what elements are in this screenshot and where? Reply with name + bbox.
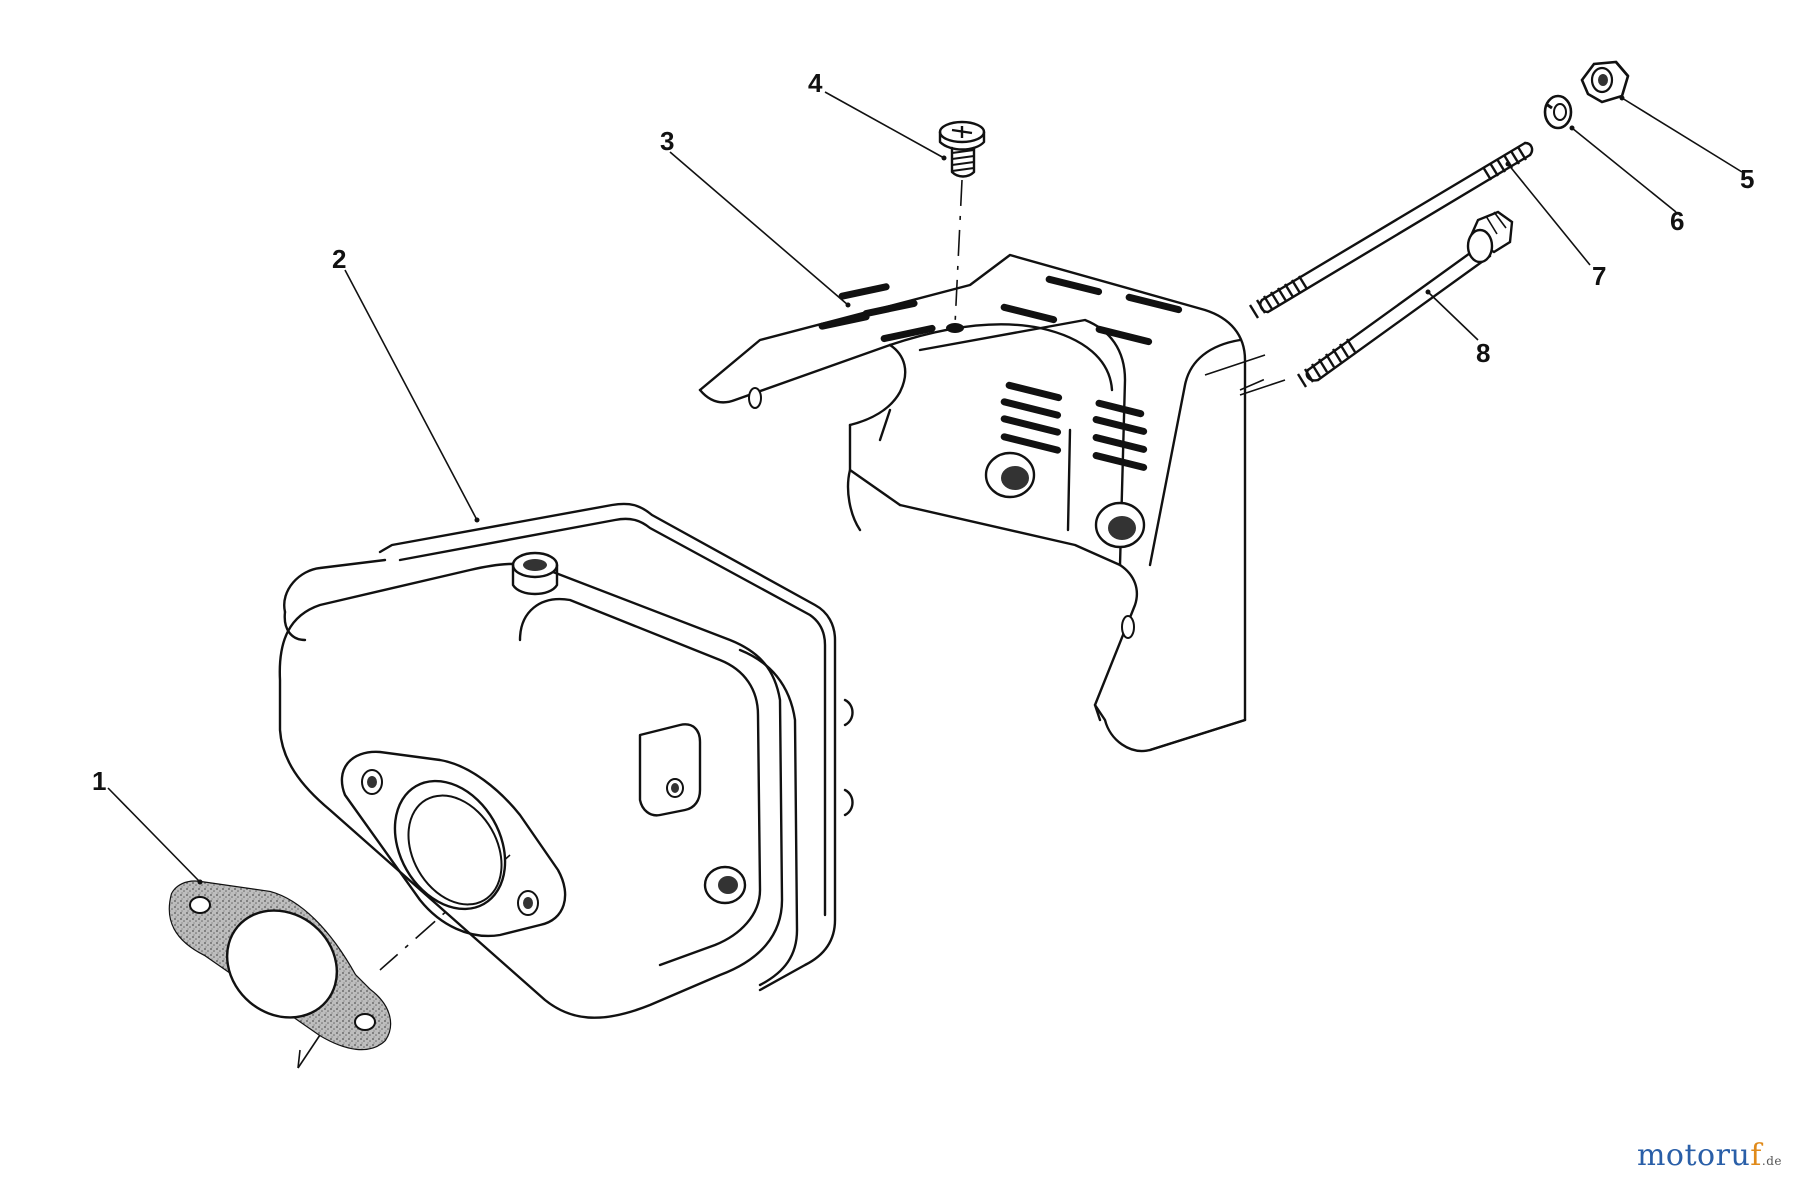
watermark-f-text: f [1750,1138,1762,1173]
stud-part [1248,141,1534,319]
leader-8 [1427,291,1479,341]
leader-5 [1621,97,1743,173]
leader-1 [107,787,201,883]
bolt-part [1296,210,1514,388]
callout-8: 8 [1476,338,1490,368]
callout-1: 1 [92,766,106,796]
callout-4: 4 [808,68,823,98]
callout-3: 3 [660,126,674,156]
callout-7: 7 [1592,261,1606,291]
leader-4 [824,91,945,159]
leader-lines [107,91,1743,885]
leader-6 [1571,127,1677,213]
shield-centerline-upper [1239,376,1271,391]
watermark-tld-text: .de [1761,1154,1782,1168]
leader-3 [669,151,849,306]
lock-washer-part [1543,94,1573,130]
heat-shield-part [698,253,1247,753]
watermark-main-text: motoru [1636,1138,1751,1173]
leader-2 [344,269,478,521]
callout-2: 2 [332,244,346,274]
callout-labels: 1 2 3 4 5 6 7 8 [92,68,1754,796]
muffler-part [278,502,854,1019]
watermark-logo[interactable]: motoruf.de [1637,1138,1782,1173]
gasket-part [168,880,392,1069]
screw-part [938,120,986,326]
leader-7 [1507,163,1591,266]
callout-5: 5 [1740,164,1754,194]
nut-part [1580,60,1630,104]
callout-6: 6 [1670,206,1684,236]
